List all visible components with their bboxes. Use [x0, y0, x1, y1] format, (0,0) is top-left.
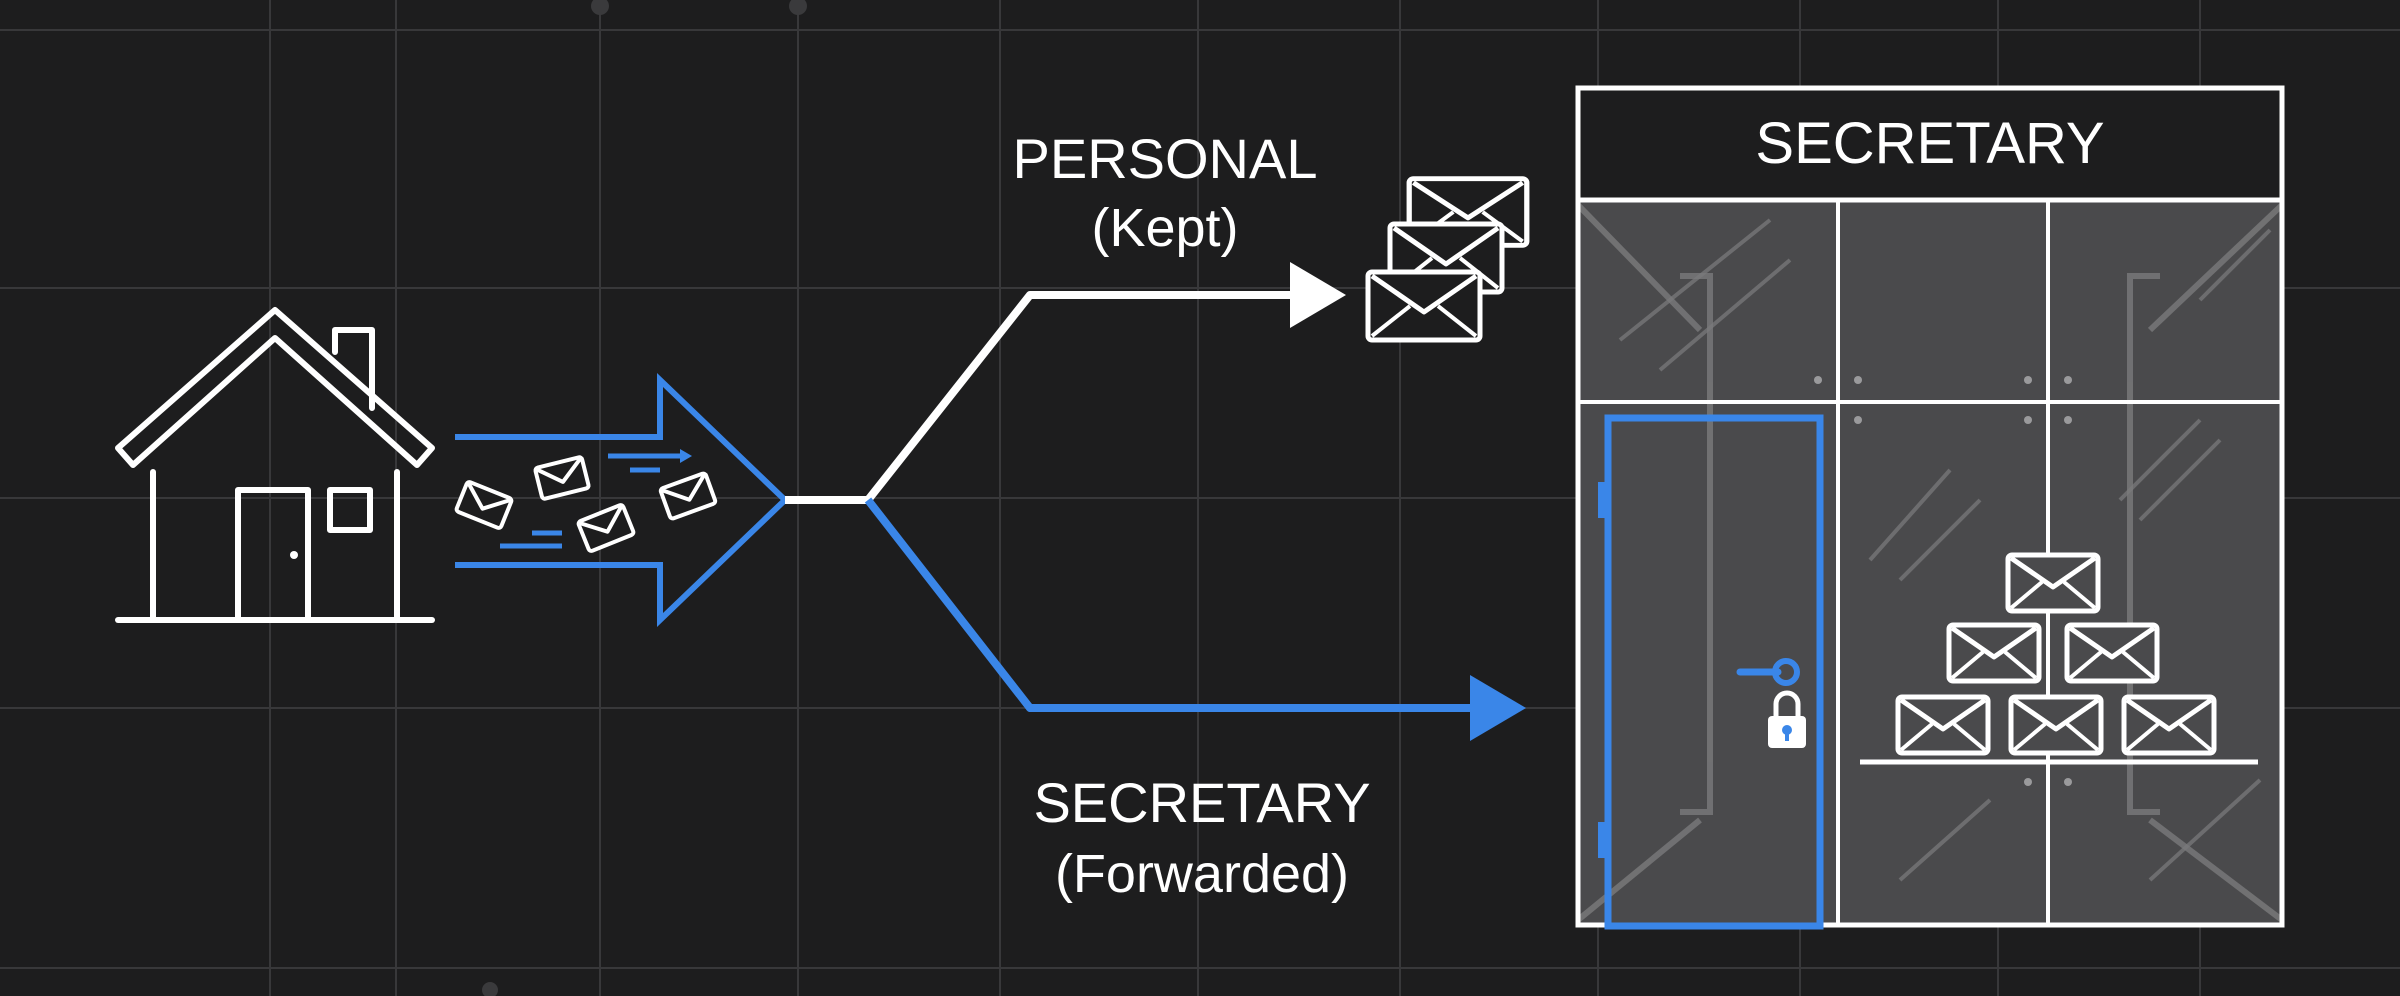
envelope-icon [1368, 272, 1480, 340]
cabinet-title: SECRETARY [1755, 111, 2104, 176]
arrow-head-icon [1470, 675, 1526, 741]
envelope-icon [453, 479, 515, 531]
envelope-icon [2011, 697, 2101, 753]
grid-dots [482, 0, 807, 996]
kept-envelope-stack [1368, 179, 1527, 340]
envelope-icon [532, 454, 592, 502]
padlock-icon [1768, 690, 1806, 748]
intake-arrow [453, 372, 790, 628]
envelope-icon [1949, 625, 2039, 681]
house-icon [115, 307, 435, 623]
secretary-route-subtitle: (Forwarded) [1055, 844, 1349, 904]
glass-reflections [1618, 218, 2272, 882]
envelope-icon [657, 470, 719, 522]
door-handle-icon [1736, 658, 1800, 686]
route-branches [785, 291, 1478, 712]
envelope-icon [2008, 555, 2098, 611]
secretary-route-title: SECRETARY [1033, 771, 1370, 834]
locked-door [1598, 414, 1824, 930]
hinge-dots [1814, 376, 2072, 786]
envelope-icon [2067, 625, 2157, 681]
envelope-icon [2124, 697, 2214, 753]
secretary-cabinet: SECRETARY [1575, 85, 2285, 930]
arrow-head-icon [1290, 262, 1346, 328]
envelope-icon [1898, 697, 1988, 753]
personal-title: PERSONAL [1013, 127, 1318, 190]
personal-subtitle: (Kept) [1091, 198, 1238, 258]
envelope-icon [575, 502, 637, 554]
interior-posts [1575, 202, 2285, 923]
